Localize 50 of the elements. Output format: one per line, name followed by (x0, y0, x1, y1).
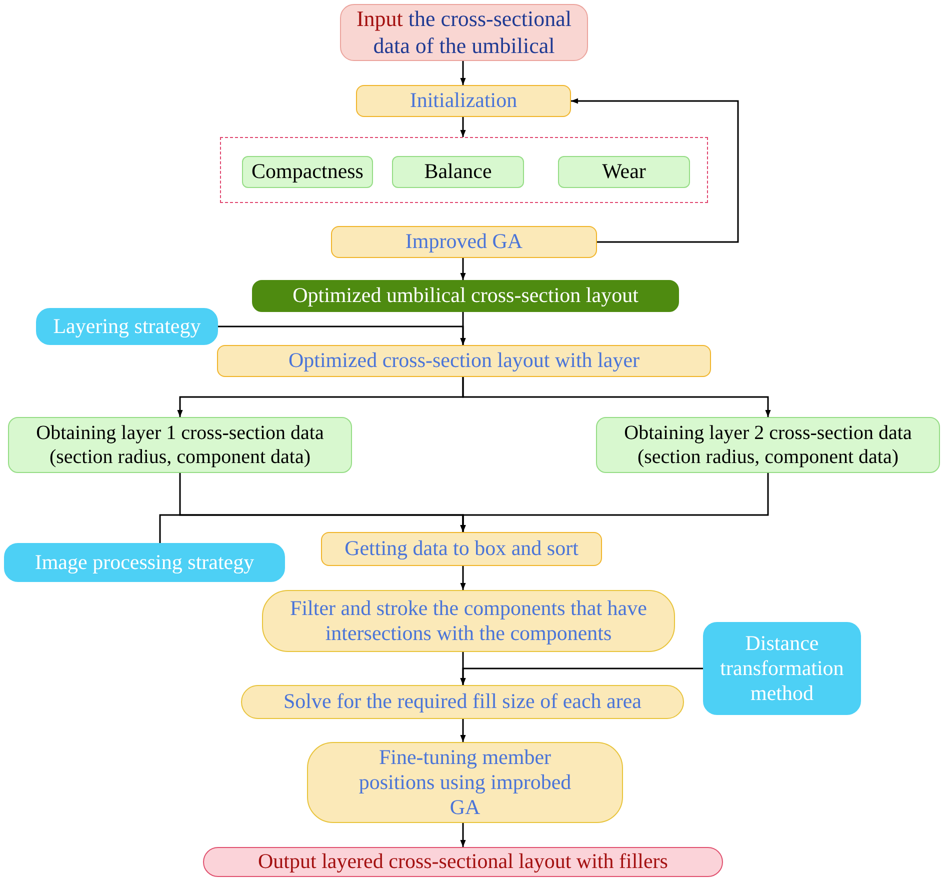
process-box (307, 742, 623, 823)
node-text: Output layered cross-sectional layout with fillers (258, 849, 668, 875)
arrow (460, 823, 466, 847)
node-text: Improved GA (405, 229, 523, 255)
node-text: Optimized umbilical cross-section layout (292, 283, 638, 309)
node-text: Distance transformation method (719, 630, 845, 706)
criterion-box (392, 156, 524, 188)
process-box (262, 590, 675, 652)
process-box (217, 345, 711, 377)
node-text: (section radius, component data) (49, 445, 311, 469)
node-text: Compactness (252, 159, 364, 185)
node-text: Obtaining layer 2 cross-section data (624, 421, 912, 445)
criterion-box (558, 156, 690, 188)
start-box (340, 4, 588, 61)
data-box (8, 417, 352, 473)
node-text: Balance (424, 159, 492, 185)
strategy-box (703, 622, 861, 715)
arrow (460, 258, 466, 280)
criterion-box (242, 156, 373, 188)
end-box (203, 847, 723, 877)
arrow (460, 61, 466, 85)
node-text: Input the cross-sectional data of the umbilical (355, 6, 573, 59)
process-box (356, 85, 571, 117)
data-box (596, 417, 940, 473)
arrow (218, 326, 466, 345)
arrow (460, 668, 703, 685)
node-text: Solve for the required fill size of each area (284, 689, 642, 715)
arrow (460, 117, 466, 137)
strategy-box (36, 308, 218, 345)
node-text: Fine-tuning member positions using improbed GA (358, 744, 572, 820)
strategy-box (4, 543, 285, 582)
node-text: Obtaining layer 1 cross-section data (36, 421, 324, 445)
process-box (241, 685, 684, 719)
result-box (252, 280, 679, 312)
node-text: Initialization (410, 88, 518, 114)
arrow (571, 98, 739, 243)
node-text: Filter and stroke the components that have intersections with the components (289, 596, 648, 646)
node-text: Layering strategy (53, 314, 201, 340)
node-text: (section radius, component data) (637, 445, 899, 469)
arrow (159, 514, 466, 543)
node-text: Image processing strategy (34, 550, 254, 576)
arrow (460, 719, 466, 742)
node-text: Getting data to box and sort (344, 536, 578, 562)
process-box (331, 226, 597, 258)
arrow (462, 377, 771, 417)
node-text: Optimized cross-section layout with layer (288, 348, 640, 374)
process-box (321, 532, 602, 566)
arrow (460, 566, 466, 590)
node-text: Wear (602, 159, 646, 185)
dashed-group-box (220, 137, 708, 203)
